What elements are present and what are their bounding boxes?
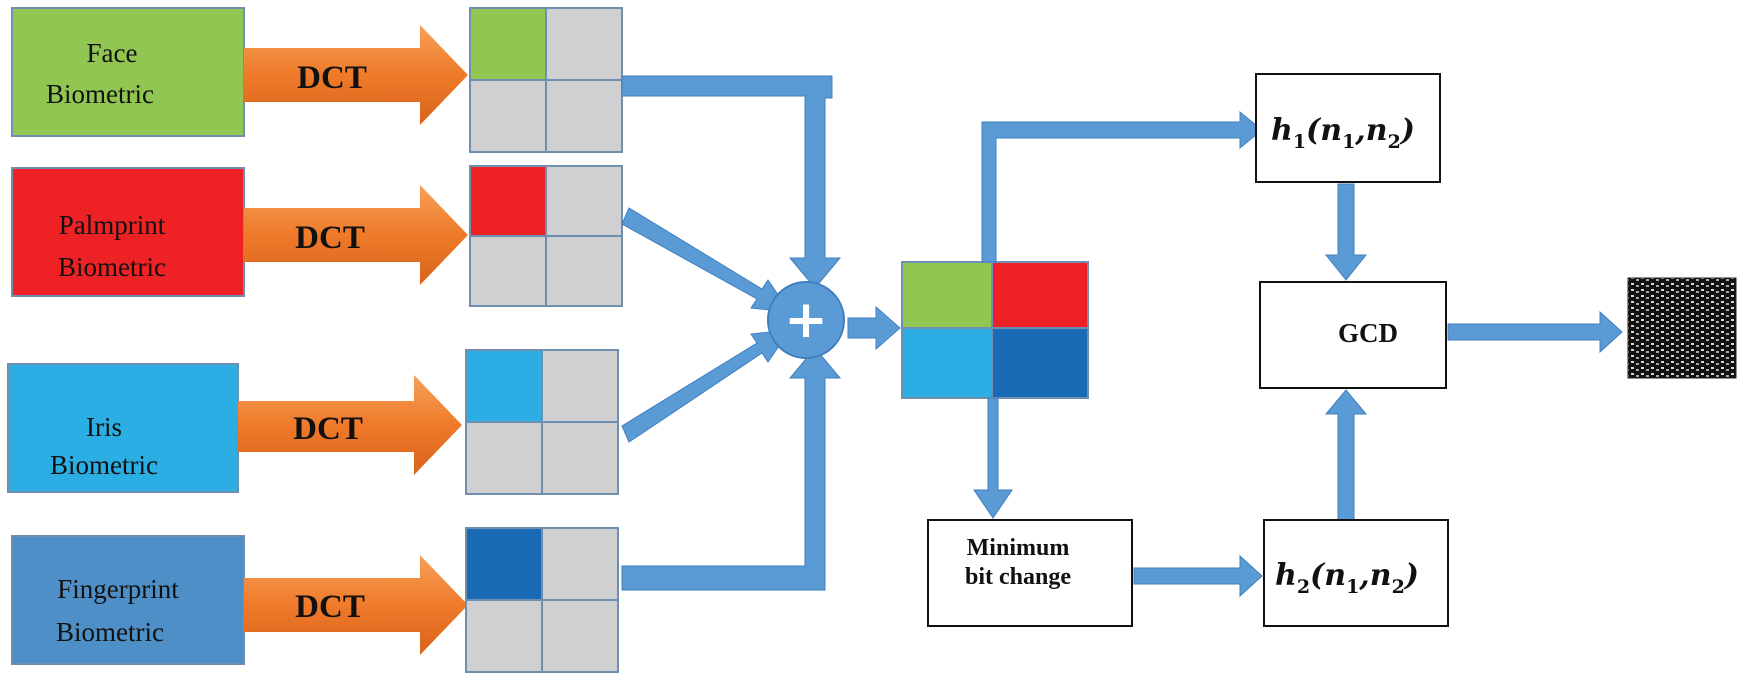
connector-palmprint-to-fusion: [621, 207, 792, 313]
fusion-plus-symbol: +: [784, 290, 828, 350]
dct-block-fingerprint: [465, 527, 619, 673]
connector-h1-to-gcd: [1324, 183, 1368, 281]
face-label-line2: Biometric: [46, 79, 154, 109]
palmprint-label-line1: Palmprint: [59, 210, 166, 240]
palmprint-biometric-box: Palmprint Biometric: [11, 167, 245, 297]
dct-label-iris: DCT: [293, 411, 363, 447]
dct-label-palmprint: DCT: [295, 220, 365, 256]
connector-minbit-to-h2: [1133, 554, 1263, 598]
dct-arrow-fingerprint: DCT: [244, 555, 468, 655]
minbit-label-line1: Minimum: [967, 535, 1070, 561]
minbit-label-line2: bit change: [965, 564, 1071, 590]
connector-h2-to-gcd: [1324, 389, 1368, 521]
gcd-box: GCD: [1259, 281, 1447, 389]
fingerprint-label-line1: Fingerprint: [57, 574, 179, 604]
connector-face-to-fusion: [621, 75, 842, 289]
dct-block-face: [469, 7, 623, 153]
fingerprint-label-line2: Biometric: [56, 617, 164, 647]
dct-arrow-iris: DCT: [238, 375, 462, 475]
h2-expression: h2(n1,n2): [1275, 558, 1419, 598]
dct-label-fingerprint: DCT: [295, 589, 365, 625]
face-label-line1: Face: [87, 38, 138, 68]
dct-block-iris: [465, 349, 619, 495]
binary-code-pattern-icon: [1627, 277, 1737, 379]
dct-arrow-palmprint: DCT: [244, 185, 468, 285]
connector-combined-to-minbit: [973, 397, 1013, 519]
dct-block-palmprint: [469, 165, 623, 307]
hash-h2-box: h2(n1,n2): [1263, 519, 1449, 627]
iris-label-line2: Biometric: [50, 450, 158, 480]
connector-combined-to-h1: [981, 110, 1263, 263]
dct-arrow-face: DCT: [244, 25, 468, 125]
iris-label-line1: Iris: [86, 412, 122, 442]
h1-expression: h1(n1,n2): [1271, 113, 1415, 153]
connector-gcd-to-output: [1447, 310, 1623, 354]
connector-fingerprint-to-fusion: [621, 347, 842, 591]
combined-fused-block: [901, 261, 1089, 399]
fingerprint-biometric-box: Fingerprint Biometric: [11, 535, 245, 665]
palmprint-label-line2: Biometric: [58, 252, 166, 282]
face-biometric-box: Face Biometric: [11, 7, 245, 137]
iris-biometric-box: Iris Biometric: [7, 363, 239, 493]
gcd-label: GCD: [1338, 318, 1398, 348]
dct-label-face: DCT: [297, 60, 367, 96]
connector-fusion-to-combined: [847, 305, 901, 351]
minimum-bit-change-box: Minimum bit change: [927, 519, 1133, 627]
hash-h1-box: h1(n1,n2): [1255, 73, 1441, 183]
fusion-plus-node: +: [767, 281, 845, 359]
connector-iris-to-fusion: [621, 329, 792, 443]
